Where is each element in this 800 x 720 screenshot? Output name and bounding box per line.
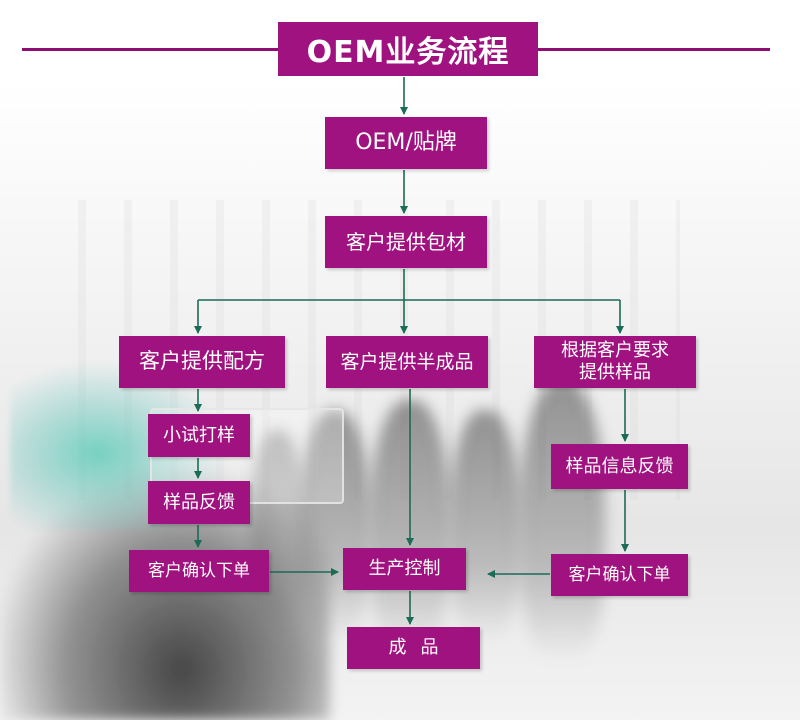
title-rule-left [22,48,278,51]
node-customer-confirm-left: 客户确认下单 [129,550,269,592]
node-sample-by-request-line1: 根据客户要求 [561,340,669,362]
node-customer-confirm-right: 客户确认下单 [551,554,688,596]
node-sample-by-request-line2: 提供样品 [579,362,651,383]
node-oem-oem-brand: OEM/贴牌 [325,117,487,169]
node-trial-sample: 小试打样 [148,414,250,457]
node-customer-packaging: 客户提供包材 [325,216,487,268]
node-sample-by-request: 根据客户要求 提供样品 [534,336,696,388]
title-rule-right [538,48,770,51]
node-sample-info-feedback: 样品信息反馈 [551,444,688,489]
node-finished-product: 成品 [347,627,480,669]
node-sample-feedback: 样品反馈 [148,481,250,524]
node-production-control: 生产控制 [343,548,466,590]
node-customer-semi-finished: 客户提供半成品 [326,336,488,388]
page-title: OEM业务流程 [278,22,538,76]
node-customer-formula: 客户提供配方 [119,336,285,388]
